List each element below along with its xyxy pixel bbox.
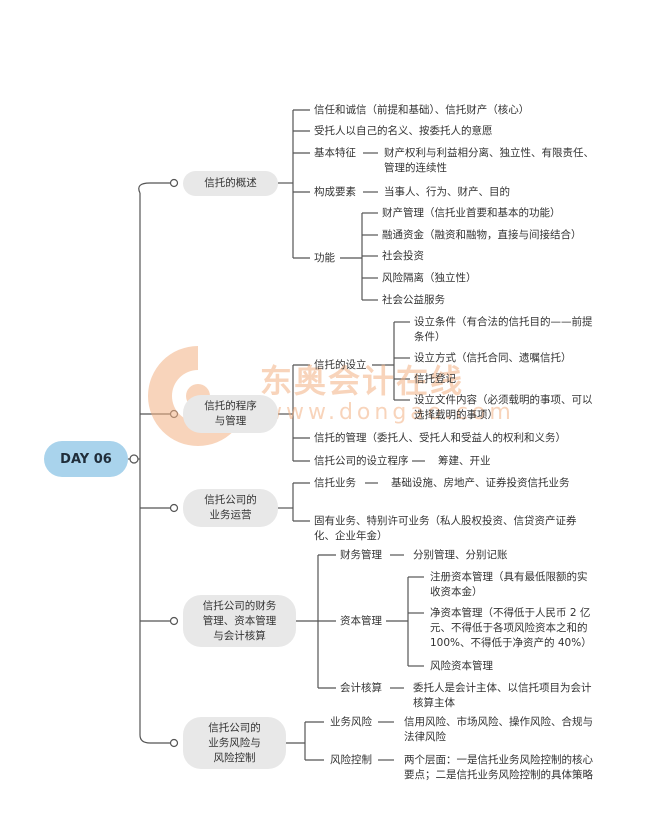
branch-node-risk[interactable]: 信托公司的 业务风险与 风险控制 — [183, 717, 286, 769]
overview-item-trust: 信任和诚信（前提和基础）、信托财产（核心） — [314, 104, 530, 116]
overview-item-functions: 功能 — [314, 252, 335, 264]
risk-control-detail: 两个层面：一是信托业务风险控制的核心要点；二是信托业务风险控制的具体策略 — [404, 754, 593, 781]
overview-features-detail: 财产权利与利益相分离、独立性、有限责任、管理的连续性 — [384, 147, 594, 174]
overview-elements-detail: 当事人、行为、财产、目的 — [384, 186, 510, 198]
risk-item-business-risk: 业务风险 — [330, 716, 372, 728]
establish-registration: 信托登记 — [414, 373, 456, 385]
operations-item-proprietary: 固有业务、特别许可业务（私人股权投资、信贷资产证券化、企业年金） — [314, 515, 577, 542]
overview-item-trustee: 受托人以自己的名义、按委托人的意愿 — [314, 125, 493, 137]
branch-node-finance[interactable]: 信托公司的财务 管理、资本管理 与会计核算 — [183, 595, 296, 647]
capital-net: 净资本管理（不得低于人民币 2 亿元、不得低于各项风险资本之和的 100%、不得… — [430, 607, 592, 649]
finance-item-accounting: 会计核算 — [340, 682, 382, 694]
overview-item-elements: 构成要素 — [314, 186, 356, 198]
branch-node-procedure[interactable]: 信托的程序 与管理 — [183, 395, 278, 433]
business-risk-detail: 信用风险、市场风险、操作风险、合规与法律风险 — [404, 716, 593, 743]
function-asset-management: 财产管理（信托业首要和基本的功能） — [382, 207, 561, 219]
function-financing: 融通资金（融资和融物，直接与间接结合） — [382, 229, 582, 241]
operations-item-trust-business: 信托业务 — [314, 477, 356, 489]
branch-node-overview[interactable]: 信托的概述 — [183, 171, 278, 196]
capital-risk: 风险资本管理 — [430, 660, 493, 672]
trust-business-detail: 基础设施、房地产、证券投资信托业务 — [391, 477, 570, 489]
function-public-welfare: 社会公益服务 — [382, 294, 445, 306]
finance-item-financial-mgmt: 财务管理 — [340, 549, 382, 561]
financial-mgmt-detail: 分别管理、分别记账 — [413, 549, 508, 561]
function-risk-isolation: 风险隔离（独立性） — [382, 272, 477, 284]
establish-methods: 设立方式（信托合同、遗嘱信托） — [414, 352, 572, 364]
procedure-item-management: 信托的管理（委托人、受托人和受益人的权利和义务） — [314, 432, 566, 444]
risk-item-risk-control: 风险控制 — [330, 754, 372, 766]
accounting-detail: 委托人是会计主体、以信托项目为会计核算主体 — [413, 682, 592, 709]
company-setup-detail: 筹建、开业 — [438, 455, 491, 467]
overview-item-features: 基本特征 — [314, 147, 356, 159]
establish-conditions: 设立条件（有合法的信托目的——前提条件） — [414, 316, 593, 343]
procedure-item-company-setup: 信托公司的设立程序 — [314, 455, 409, 467]
procedure-item-establish: 信托的设立 — [314, 359, 367, 371]
capital-registered: 注册资本管理（具有最低限额的实收资本金） — [430, 571, 588, 598]
establish-documents: 设立文件内容（必须载明的事项、可以选择载明的事项） — [414, 394, 593, 421]
function-social-investment: 社会投资 — [382, 250, 424, 262]
finance-item-capital-mgmt: 资本管理 — [340, 615, 382, 627]
branch-node-operations[interactable]: 信托公司的 业务运营 — [183, 489, 278, 527]
root-node[interactable]: DAY 06 — [44, 441, 128, 477]
